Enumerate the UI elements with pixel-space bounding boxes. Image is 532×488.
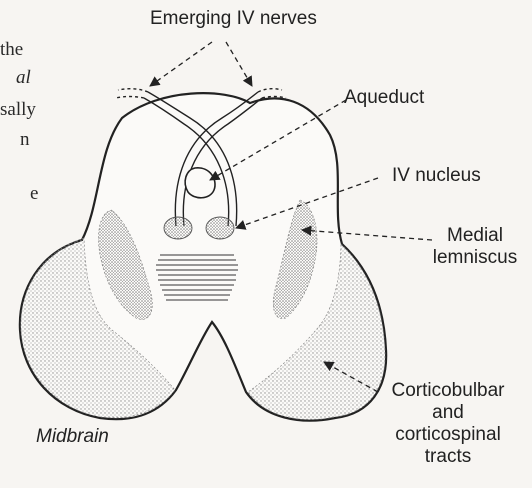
- label-cortico-line3: corticospinal: [372, 424, 524, 446]
- label-emerging-iv-nerves: Emerging IV nerves: [150, 8, 317, 30]
- margin-text-5: e: [30, 184, 38, 203]
- label-cortico-line2: and: [372, 402, 524, 424]
- leader-nerves-right: [226, 42, 252, 86]
- margin-text-1: the: [0, 40, 23, 59]
- label-midbrain: Midbrain: [36, 426, 109, 448]
- aqueduct-shape: [185, 168, 215, 198]
- label-medial-lemniscus-line2: lemniscus: [420, 247, 530, 269]
- margin-text-3: sally: [0, 100, 36, 119]
- left-iv-nucleus: [164, 217, 192, 239]
- label-aqueduct: Aqueduct: [344, 87, 424, 109]
- leader-nerves-left: [150, 42, 212, 86]
- label-medial-lemniscus: Medial lemniscus: [420, 225, 530, 269]
- label-cortico-line1: Corticobulbar: [372, 380, 524, 402]
- margin-text-2: al: [16, 68, 31, 87]
- margin-text-4: n: [20, 130, 30, 149]
- label-cortico-tracts: Corticobulbar and corticospinal tracts: [372, 380, 524, 467]
- label-cortico-line4: tracts: [372, 446, 524, 468]
- label-medial-lemniscus-line1: Medial: [420, 225, 530, 247]
- label-iv-nucleus: IV nucleus: [392, 165, 481, 187]
- right-iv-nucleus: [206, 217, 234, 239]
